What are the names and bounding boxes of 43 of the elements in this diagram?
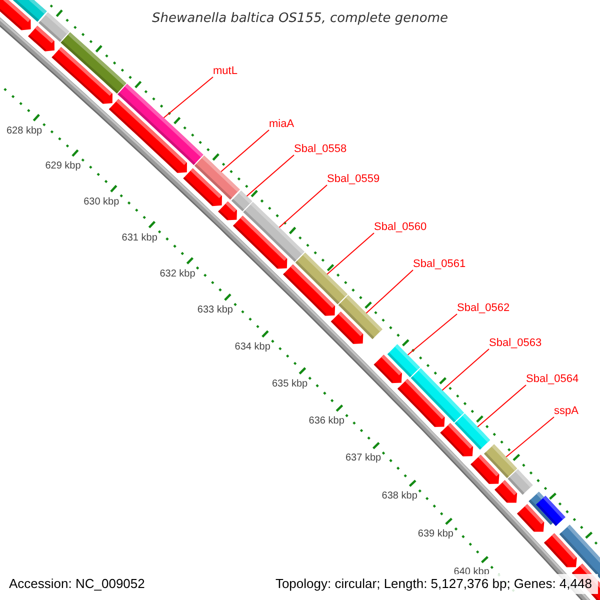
- gene-label: Sbal_0559: [327, 173, 380, 185]
- gene-bar: [118, 84, 204, 165]
- tick-label: 636 kbp: [308, 415, 344, 426]
- leader-line: [278, 184, 328, 228]
- tick-label: 629 kbp: [45, 160, 81, 172]
- gene-bar: [410, 368, 464, 422]
- gene-bar: [338, 295, 382, 340]
- accession-text: Accession: NC_009052: [9, 576, 145, 591]
- gene-label: Sbal_0562: [457, 302, 510, 314]
- tick-label: 635 kbp: [272, 378, 308, 390]
- leader-line: [246, 154, 294, 197]
- tick-label: 630 kbp: [84, 196, 120, 208]
- tick-label: 633 kbp: [197, 304, 233, 316]
- leader-line: [506, 416, 554, 458]
- gene-bar: [194, 156, 240, 200]
- tick-label: 631 kbp: [122, 232, 158, 244]
- leader-line: [442, 348, 490, 391]
- leader-line: [407, 314, 458, 356]
- gene-bar: [243, 202, 304, 262]
- map-title: Shewanella baltica OS155, complete genome: [152, 11, 448, 26]
- tick-label: 639 kbp: [418, 528, 454, 540]
- gene-label: Sbal_0561: [413, 258, 466, 270]
- gene-bar: [387, 344, 420, 378]
- gene-label: Sbal_0564: [526, 373, 579, 385]
- tick-label: 638 kbp: [382, 490, 418, 502]
- gene-label: Sbal_0563: [489, 337, 542, 349]
- gene-label: miaA: [269, 118, 294, 130]
- gene-bar: [454, 414, 490, 450]
- leader-line: [366, 270, 414, 314]
- leader-line: [220, 130, 270, 172]
- tick-label: 637 kbp: [346, 452, 382, 464]
- tick-label: 628 kbp: [6, 126, 42, 136]
- leader-line: [326, 232, 374, 275]
- gene-label: sspA: [554, 405, 578, 417]
- gene-label: Sbal_0560: [374, 221, 427, 233]
- gene-bar: [484, 444, 518, 478]
- gene-label: Sbal_0558: [294, 143, 347, 155]
- tick-label: 632 kbp: [160, 268, 196, 280]
- leader-line: [477, 384, 526, 428]
- tick-label: 634 kbp: [234, 341, 270, 352]
- gene-bar: [295, 252, 348, 304]
- leader-line: [163, 76, 214, 118]
- gene-label: mutL: [213, 65, 238, 77]
